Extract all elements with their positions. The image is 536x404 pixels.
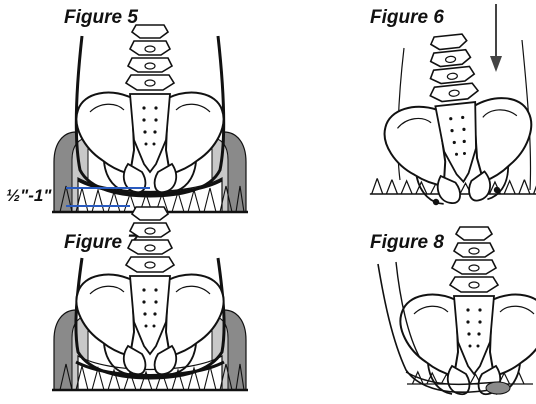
figure-8-illustration: [378, 227, 536, 394]
figure-5-illustration: [52, 25, 248, 212]
figure-7-illustration: [52, 207, 248, 390]
ischial-point-left: [433, 199, 439, 205]
figure-6-illustration: [370, 4, 536, 210]
ischial-point-right: [494, 187, 500, 193]
